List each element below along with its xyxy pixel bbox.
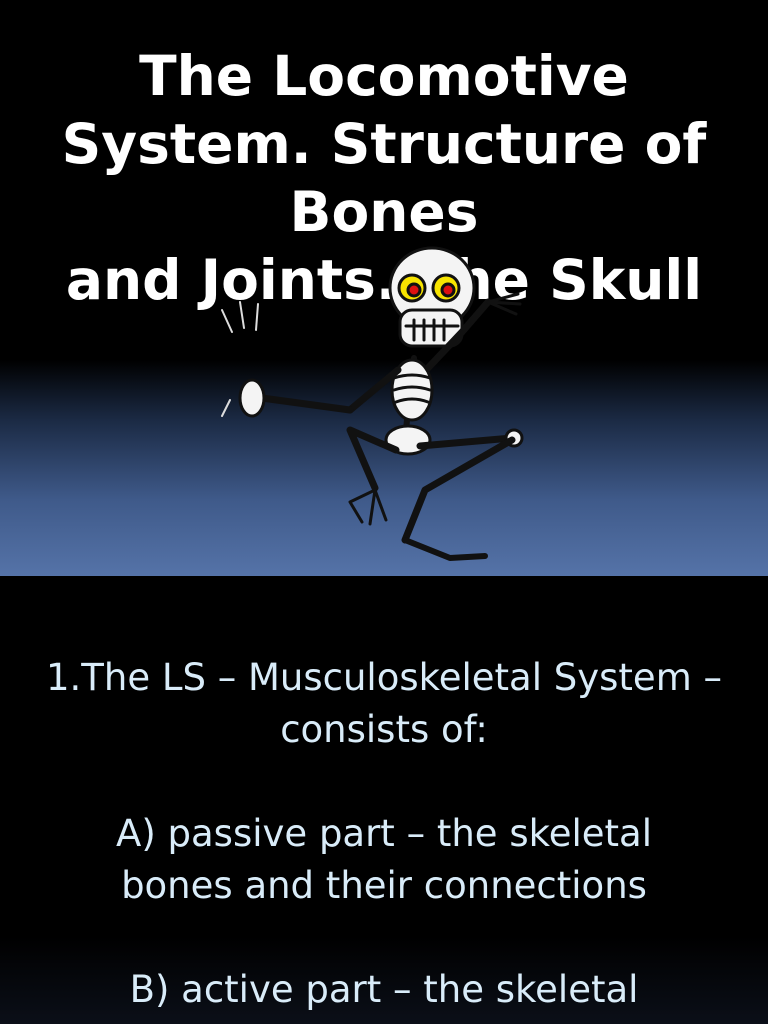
content-slide: 1.The LS – Musculoskeletal System – cons… [0,576,768,1024]
body-line-7: B) active part – the skeletal [129,968,639,1011]
title-line-4: and Joints. The Skull [65,248,703,312]
body-line-5: bones and their connections [121,864,647,907]
dancing-skeleton-image [221,246,524,561]
slide-body: 1.The LS – Musculoskeletal System – cons… [10,652,758,1024]
title-slide: The Locomotive System. Structure of Bone… [0,0,768,576]
body-line-8: muscles [10,1016,758,1024]
body-line-2: consists of: [280,708,488,751]
body-line-3 [10,756,758,808]
body-line-6 [10,912,758,964]
slide-title: The Locomotive System. Structure of Bone… [0,42,768,314]
body-line-4: A) passive part – the skeletal [116,812,652,855]
title-line-1: The Locomotive [139,44,629,108]
title-line-2: System. Structure of [61,112,707,176]
title-line-3: Bones [289,180,479,244]
body-line-1: 1.The LS – Musculoskeletal System – [45,656,722,699]
